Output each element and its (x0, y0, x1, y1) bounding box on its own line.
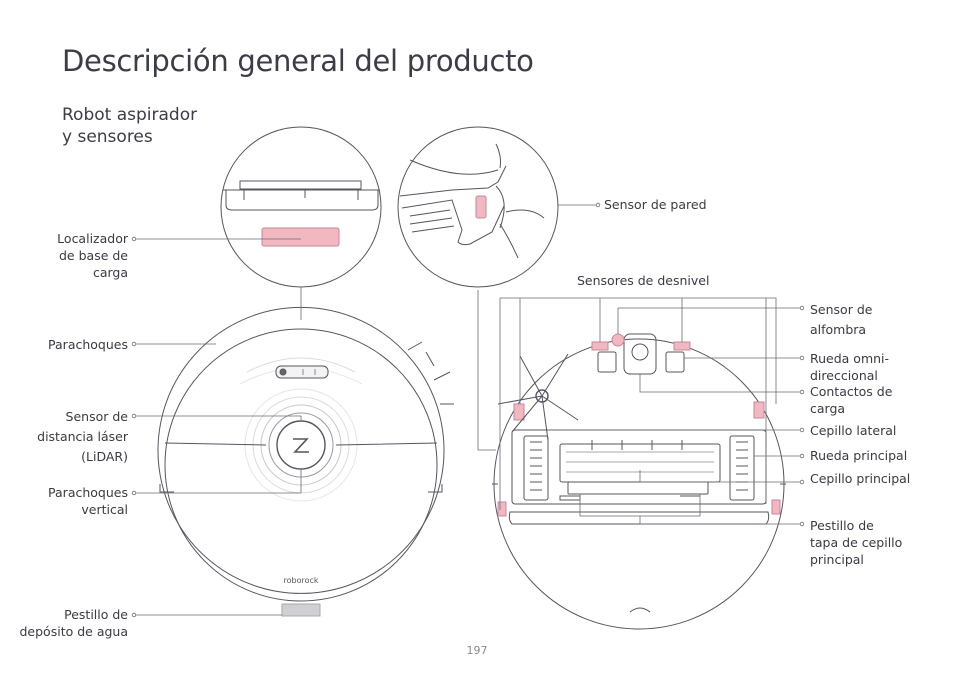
label-charging-contacts: Contactos de carga (810, 384, 893, 416)
robot-bottom-view (492, 333, 786, 630)
label-lidar: Sensor de distancia láser (LiDAR) (37, 409, 128, 464)
robot-top-view (157, 306, 454, 617)
robot-brand-logo: roborock (283, 576, 318, 585)
label-bumper: Parachoques (48, 337, 128, 352)
page-title: Descripción general del producto (62, 44, 534, 78)
page-number: 197 (466, 644, 488, 657)
label-cliff-sensors: Sensores de desnivel (577, 273, 710, 288)
label-vertical-bumper: Parachoques vertical (48, 485, 128, 517)
label-omni-wheel: Rueda omni- direccional (810, 351, 890, 383)
label-main-wheel: Rueda principal (810, 448, 908, 463)
leader-dots (131, 202, 805, 618)
label-wall-sensor: Sensor de pared (604, 197, 707, 212)
leader-lines (133, 204, 802, 616)
label-carpet-sensor: Sensor de alfombra (810, 302, 873, 337)
dock-locator-sensor (261, 227, 340, 247)
label-brush-cover-latch: Pestillo de tapa de cepillo principal (810, 518, 903, 567)
dock-locator-detail (220, 126, 382, 288)
subtitle-line-1: Robot aspirador (62, 105, 198, 125)
wall-sensor-window (475, 195, 487, 219)
label-dock-locator: Localizador de base de carga (57, 231, 128, 280)
subtitle-line-2: y sensores (62, 127, 153, 147)
wall-sensor-detail (397, 126, 559, 288)
label-main-brush: Cepillo principal (810, 471, 911, 486)
label-water-tank-latch: Pestillo de depósito de agua (19, 607, 129, 639)
section-subtitle: Robot aspirador y sensores (62, 104, 197, 148)
label-side-brush: Cepillo lateral (810, 423, 897, 438)
